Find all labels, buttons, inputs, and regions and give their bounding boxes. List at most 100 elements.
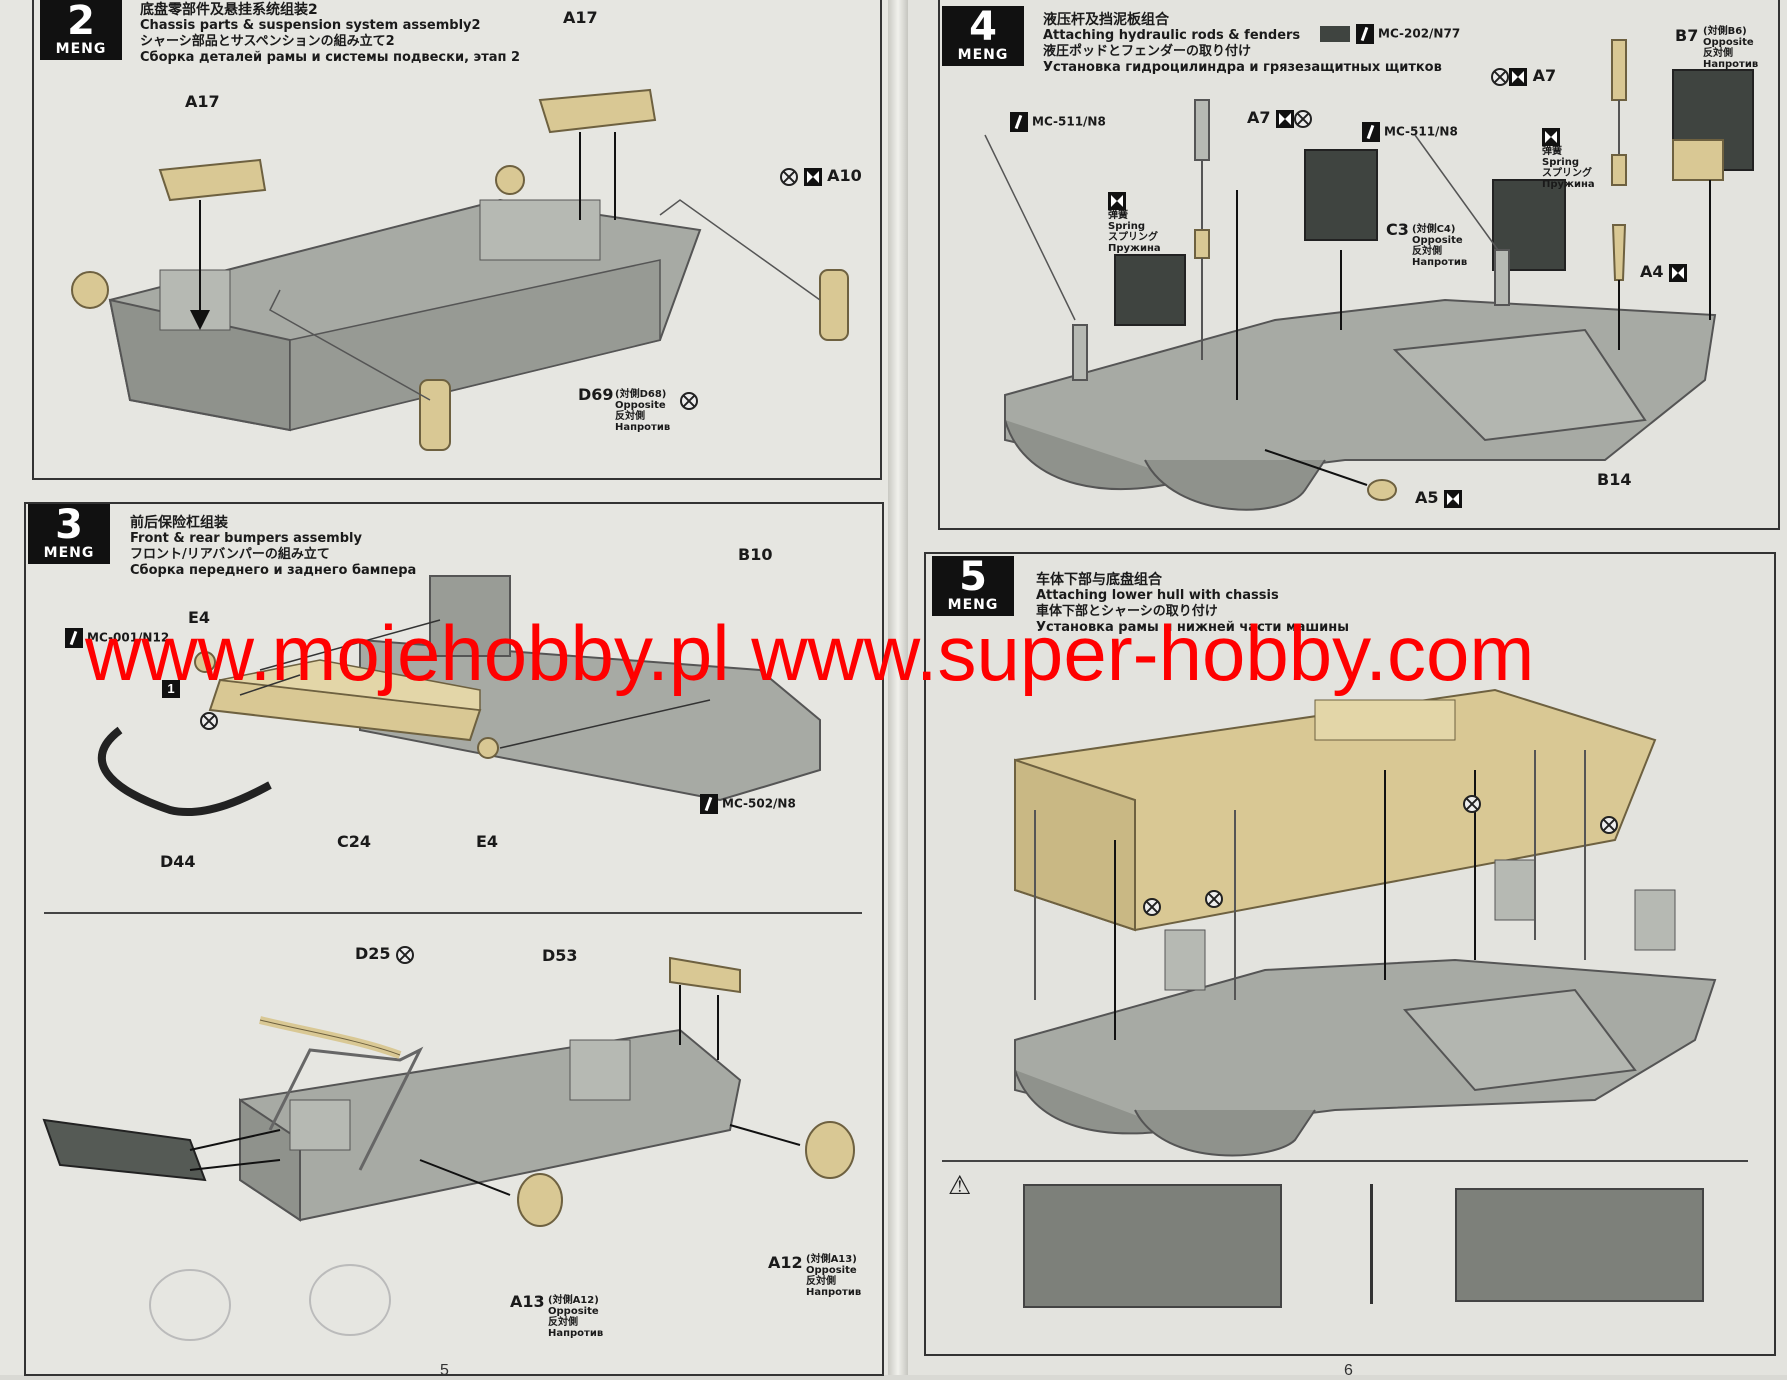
glue-icon xyxy=(680,392,698,410)
step4-title: 液压杆及挡泥板组合 Attaching hydraulic rods & fen… xyxy=(1043,12,1442,76)
brand-logo: MENG xyxy=(947,597,999,613)
opposite-icon xyxy=(1108,192,1126,210)
note-a12: (対側A13) xyxy=(806,1254,857,1265)
label-a17-top: A17 xyxy=(563,8,598,27)
step-number: 5 xyxy=(959,554,987,600)
label-c3: C3 xyxy=(1386,220,1409,239)
paint-icon xyxy=(1356,24,1374,44)
label-b7-notes: (対側B6) Opposite 反対側 Напротив xyxy=(1703,26,1758,70)
page-number-left: 5 xyxy=(440,1362,449,1379)
watermark-text: www.mojehobby.pl www.super-hobby.com xyxy=(85,609,1535,697)
step2-diagram xyxy=(71,88,849,451)
label-c3-notes: (対側C4) Opposite 反対側 Напротив xyxy=(1412,224,1467,268)
label-b7: B7 xyxy=(1675,26,1699,45)
note-opposite-en: Opposite xyxy=(548,1306,599,1317)
brand-logo: MENG xyxy=(55,41,107,57)
glue-icon xyxy=(1463,795,1481,813)
step5-badge: 5 MENG xyxy=(932,554,1014,616)
spring-note-right: 弹簧 Spring スプリング Пружина xyxy=(1542,128,1595,190)
note-opposite-ru: Напротив xyxy=(615,422,671,433)
note-opposite-en: Opposite xyxy=(1703,37,1754,48)
title-cn: 液压杆及挡泥板组合 xyxy=(1043,12,1169,28)
note-opposite-en: Opposite xyxy=(1412,235,1463,246)
paint-mc511-right-code: MC-511/N8 xyxy=(1384,124,1458,139)
paint-mc511-left: MC-511/N8 xyxy=(1010,112,1106,132)
page-number-right: 6 xyxy=(1344,1362,1353,1379)
glue-icon xyxy=(396,945,415,964)
brand-logo: MENG xyxy=(957,47,1009,63)
detail-photo-left xyxy=(1023,1184,1282,1308)
title-en: Attaching hydraulic rods & fenders xyxy=(1043,28,1301,43)
label-a12-notes: (対側A13) Opposite 反対側 Напротив xyxy=(806,1254,861,1298)
opposite-icon xyxy=(1669,263,1688,282)
glue-icon xyxy=(1294,109,1313,128)
label-a5: A5 xyxy=(1415,488,1463,508)
note-d69: (対側D68) xyxy=(615,389,667,400)
label-b10: B10 xyxy=(738,545,773,564)
step3-top-diagram xyxy=(97,575,821,816)
glue-icon xyxy=(200,712,218,730)
note-opposite-ru: Напротив xyxy=(1412,257,1468,268)
step2-title: 底盘零部件及悬挂系统组装2 Chassis parts & suspension… xyxy=(140,2,520,66)
label-a10-text: A10 xyxy=(827,166,862,185)
glue-icon xyxy=(1205,890,1223,908)
opposite-icon xyxy=(1276,109,1295,128)
title-en: Chassis parts & suspension system assemb… xyxy=(140,18,481,33)
step5-diagram xyxy=(1014,688,1717,1157)
note-opposite-jp: 反対側 xyxy=(806,1276,836,1287)
paint-icon xyxy=(700,794,718,814)
label-a10: A10 xyxy=(780,166,862,186)
note-b7: (対側B6) xyxy=(1703,26,1747,37)
warning-icon: ⚠ xyxy=(948,1170,972,1200)
paint-mc001-code: MC-001/N12 xyxy=(87,630,170,645)
step-box-1: 1 xyxy=(162,680,180,698)
title-en: Front & rear bumpers assembly xyxy=(130,531,362,546)
label-b14: B14 xyxy=(1597,470,1632,489)
note-opposite-ru: Напротив xyxy=(806,1287,862,1298)
glue-icon xyxy=(780,167,798,186)
spring-jp: スプリング xyxy=(1542,168,1592,179)
note-opposite-jp: 反対側 xyxy=(1703,48,1733,59)
label-a7-left-text: A7 xyxy=(1247,108,1271,127)
paint-icon xyxy=(1362,122,1380,142)
step2-frame xyxy=(32,0,882,480)
spring-cn: 弹簧 xyxy=(1542,146,1562,157)
title-ru: Установка рамы и нижней части машины xyxy=(1036,620,1350,635)
glue-icon xyxy=(1600,816,1618,834)
paint-mc202-code: MC-202/N77 xyxy=(1378,26,1461,41)
label-d25: D25 xyxy=(355,944,415,964)
label-a7-right: A7 xyxy=(1491,66,1556,86)
spring-jp: スプリング xyxy=(1108,232,1158,243)
label-a13: A13 xyxy=(510,1292,545,1311)
paint-mc001: MC-001/N12 xyxy=(65,628,169,648)
step5-title: 车体下部与底盘组合 Attaching lower hull with chas… xyxy=(1036,572,1349,636)
step4-frame xyxy=(938,0,1780,530)
opposite-icon xyxy=(1542,128,1560,146)
title-jp: 液圧ポッドとフェンダーの取り付け xyxy=(1043,44,1252,59)
step4-badge: 4 MENG xyxy=(942,4,1024,66)
spring-en: Spring xyxy=(1542,157,1579,168)
opposite-icon xyxy=(1509,67,1527,86)
paint-icon xyxy=(65,628,83,648)
book-gutter xyxy=(888,0,908,1375)
step-number: 2 xyxy=(67,0,95,44)
title-ru: Сборка переднего и заднего бампера xyxy=(130,563,417,578)
title-ru: Сборка деталей рамы и системы подвески, … xyxy=(140,50,521,65)
title-cn: 前后保险杠组装 xyxy=(130,515,228,531)
note-opposite-ru: Напротив xyxy=(1703,59,1759,70)
title-cn: 底盘零部件及悬挂系统组装2 xyxy=(140,2,318,18)
paint-mc502: MC-502/N8 xyxy=(700,794,796,814)
label-a7-right-text: A7 xyxy=(1532,66,1557,85)
label-e4-bottom: E4 xyxy=(476,832,499,851)
detail-photo-right xyxy=(1455,1188,1704,1302)
step-number: 4 xyxy=(969,4,997,50)
title-jp: シャーシ部品とサスペンションの組み立て2 xyxy=(140,34,395,49)
label-a7-left: A7 xyxy=(1247,108,1313,128)
label-a17-left: A17 xyxy=(185,92,220,111)
note-opposite-en: Opposite xyxy=(806,1265,857,1276)
label-d69-notes: (対側D68) Opposite 反対側 Напротив xyxy=(615,389,670,433)
title-jp: フロント/リアバンパーの組み立て xyxy=(130,547,330,562)
label-d69: D69 xyxy=(578,385,614,404)
step3-title: 前后保险杠组装 Front & rear bumpers assembly フロ… xyxy=(130,515,416,579)
step3-bottom-diagram xyxy=(42,956,855,1341)
